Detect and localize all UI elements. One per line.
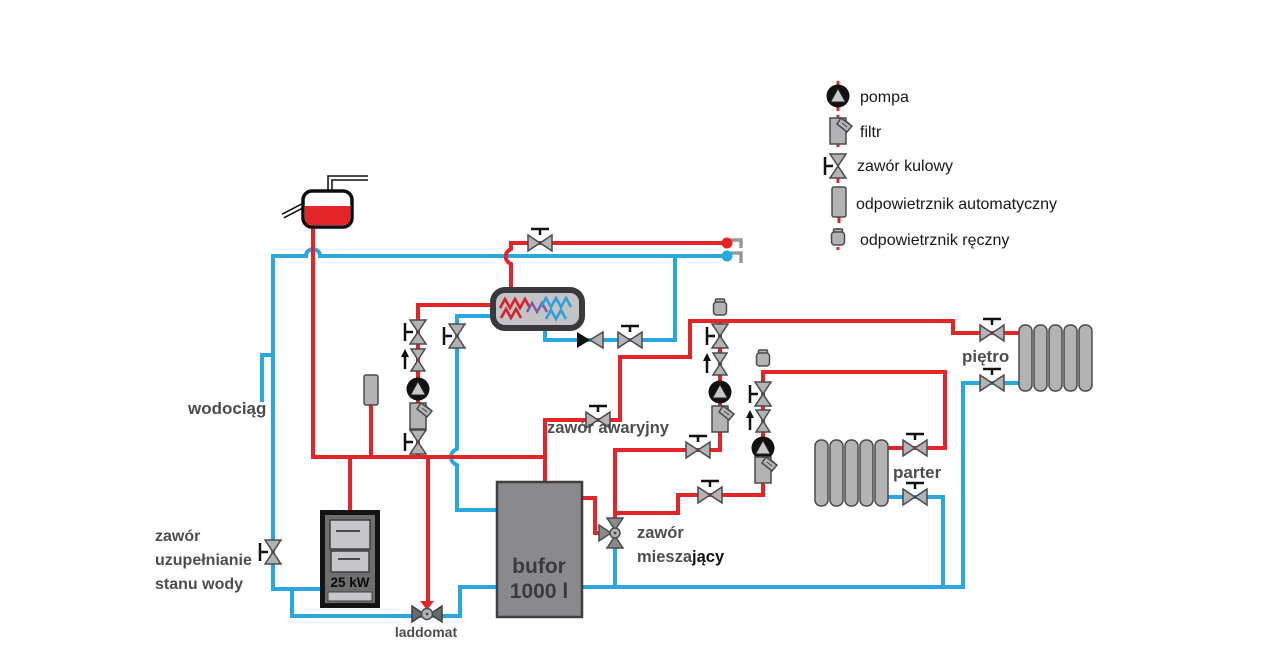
ball-valve-icon <box>748 380 773 408</box>
pipe-circuit1-column <box>613 319 722 515</box>
ball-valve-icon <box>696 479 724 505</box>
ball-valve-icon <box>403 428 428 456</box>
pipe-ground-floor-supply <box>761 370 947 450</box>
pipe-laddomat-line <box>290 585 499 618</box>
water-main-label: wodociąg <box>187 399 266 418</box>
refill-valve-label-line1: zawór <box>155 528 200 545</box>
legend-label-pump: pompa <box>860 89 909 106</box>
radiator-ground-floor <box>814 439 889 507</box>
ground-floor-label: parter <box>893 463 942 482</box>
hot-tap-icon <box>721 237 733 249</box>
legend: pompa filtr zawór kulowy odpowietrznik a… <box>823 81 1057 250</box>
buffer-tank: bufor 1000 l <box>495 480 584 619</box>
pipe-water-main-stub <box>260 353 275 402</box>
expansion-tank <box>281 175 368 229</box>
automatic-air-vent-icon <box>831 186 847 218</box>
mixing-valve-label-line2: mieszający <box>637 548 725 566</box>
ball-valve-icon <box>823 152 848 180</box>
heat-exchanger <box>490 287 585 331</box>
filter-icon <box>711 405 735 433</box>
ball-valve-icon <box>442 322 467 350</box>
ball-valve-icon <box>526 227 554 253</box>
pipe-exchanger-top-feed <box>503 241 513 294</box>
ball-valve-icon <box>978 367 1006 393</box>
manual-air-vent-icon <box>712 298 728 316</box>
check-valve-icon <box>744 408 772 434</box>
filter-icon <box>829 117 853 145</box>
check-valve-icon <box>399 347 427 373</box>
cold-tap-icon <box>721 250 733 262</box>
refill-ball-valve-icon <box>258 538 283 566</box>
legend-label-manual-air-vent: odpowietrznik ręczny <box>860 232 1009 249</box>
pump-icon <box>406 377 430 401</box>
pipe-top-cold-line <box>271 247 729 258</box>
pump-icon <box>751 436 775 460</box>
check-valve-icon <box>701 351 729 377</box>
ball-valve-icon <box>403 318 428 346</box>
buffer-label-line2: 1000 l <box>510 580 568 603</box>
legend-label-ball-valve: zawór kulowy <box>857 158 953 175</box>
fill-drain-taps <box>721 237 743 263</box>
ball-valve-icon <box>684 434 712 460</box>
refill-valve-label-line2: uzupełnianie <box>155 552 252 569</box>
filter-icon <box>409 402 433 430</box>
manual-air-vent-icon <box>830 228 846 246</box>
ball-valve-icon <box>901 432 929 458</box>
manual-air-vent-icon <box>755 349 771 367</box>
pump-icon <box>826 84 850 108</box>
refill-valve-label-line3: stanu wody <box>155 576 243 593</box>
automatic-air-vent-icon <box>363 374 379 406</box>
pipe-circuit-junction <box>613 484 765 515</box>
ball-valve-icon <box>901 481 929 507</box>
boiler: 25 kW <box>320 510 380 608</box>
laddomat-label: laddomat <box>395 624 458 640</box>
legend-label-auto-air-vent: odpowietrznik automatyczny <box>856 196 1057 213</box>
ball-valve-icon <box>705 322 730 350</box>
buffer-label-line1: bufor <box>512 555 566 578</box>
ball-valve-icon <box>616 324 644 350</box>
pipe-exchanger-outlet <box>543 254 677 342</box>
legend-label-filter: filtr <box>860 124 882 141</box>
emergency-valve-label: zawór awaryjny <box>547 419 670 437</box>
filter-icon <box>754 456 778 484</box>
check-valve-icon <box>576 331 604 349</box>
mixing-valve-label-line1: zawór <box>637 524 684 542</box>
mixing-valve-icon <box>598 517 625 549</box>
boiler-power-label: 25 kW <box>330 575 369 590</box>
pipe-parter-return <box>886 495 945 589</box>
upstairs-label: piętro <box>962 347 1009 366</box>
pump-icon <box>708 380 732 404</box>
laddomat-valve-icon <box>411 601 443 624</box>
ball-valve-icon <box>978 317 1006 343</box>
pipe-upstairs-supply <box>688 319 1021 335</box>
radiator-upstairs <box>1018 324 1093 392</box>
